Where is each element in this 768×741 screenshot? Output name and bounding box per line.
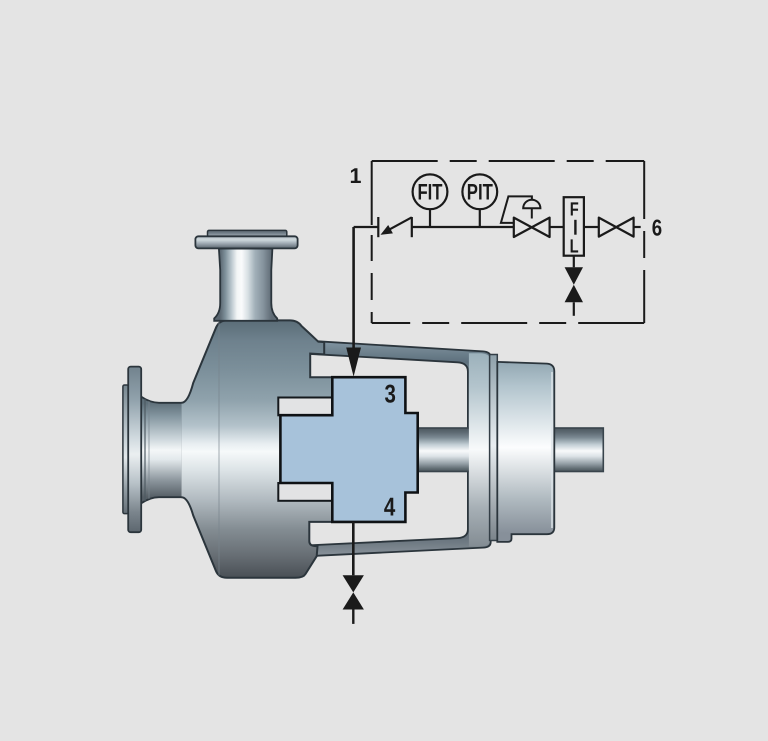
svg-text:1: 1	[350, 164, 362, 188]
svg-text:FIT: FIT	[418, 179, 443, 204]
svg-text:PIT: PIT	[467, 179, 493, 204]
svg-text:L: L	[570, 236, 579, 257]
svg-text:3: 3	[385, 381, 396, 409]
svg-text:4: 4	[384, 494, 396, 522]
svg-text:F: F	[570, 200, 579, 221]
svg-text:6: 6	[652, 215, 662, 241]
